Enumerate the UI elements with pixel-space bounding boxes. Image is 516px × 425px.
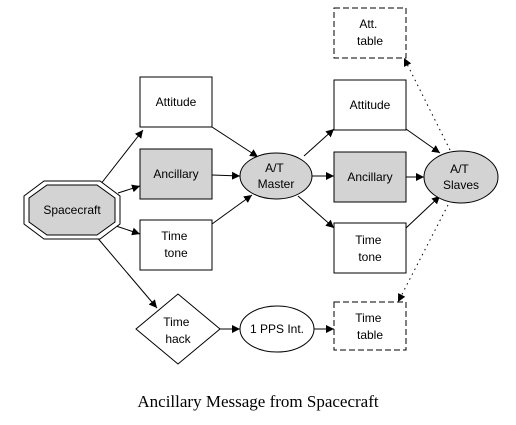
attitude-right-label: Attitude bbox=[350, 98, 391, 112]
svg-text:1 PPS Int.: 1 PPS Int. bbox=[250, 322, 304, 336]
edge-time-tone-master bbox=[211, 194, 253, 225]
attitude-left-label: Attitude bbox=[156, 95, 197, 109]
svg-text:Att. table: Att. table bbox=[357, 17, 383, 48]
attitude-right-box bbox=[333, 79, 407, 131]
att-table-label-line1: Att. bbox=[359, 17, 377, 31]
edge-spacecraft-time-hack bbox=[94, 234, 158, 309]
at-master-label-line2: Master bbox=[258, 177, 295, 191]
edge-master-attitude bbox=[303, 128, 335, 157]
node-ancillary-right: Ancillary bbox=[333, 151, 407, 203]
att-table-box bbox=[333, 7, 407, 59]
svg-text:Time tone: Time tone bbox=[355, 233, 385, 264]
time-hack-label-line1: Time bbox=[163, 315, 190, 329]
at-master-label-line1: A/T bbox=[265, 161, 284, 175]
att-table-label-line2: table bbox=[357, 34, 383, 48]
edge-spacecraft-time-tone bbox=[115, 225, 141, 236]
time-tone-left-label-line1: Time bbox=[161, 229, 188, 243]
at-slaves-label-line2: Slaves bbox=[443, 178, 479, 192]
edge-spacecraft-attitude bbox=[99, 129, 144, 186]
ancillary-left-box bbox=[139, 148, 213, 200]
time-table-label-line1: Time bbox=[355, 311, 382, 325]
time-tone-right-label-line2: tone bbox=[358, 250, 382, 264]
node-time-table: Time table bbox=[333, 301, 407, 351]
pps-int-label: 1 PPS Int. bbox=[250, 322, 304, 336]
svg-text:Ancillary: Ancillary bbox=[347, 170, 392, 184]
node-time-tone-right: Time tone bbox=[333, 222, 407, 274]
diagram-caption: Ancillary Message from Spacecraft bbox=[137, 392, 379, 411]
edges bbox=[94, 57, 451, 333]
edge-ancillary-master bbox=[211, 171, 241, 180]
edge-time-tone-slaves bbox=[405, 195, 441, 229]
svg-text:A/T Slaves: A/T Slaves bbox=[443, 162, 479, 192]
node-spacecraft: Spacecraft bbox=[23, 180, 121, 240]
svg-text:Time table: Time table bbox=[355, 311, 385, 342]
svg-text:Attitude: Attitude bbox=[156, 95, 197, 109]
spacecraft-label: Spacecraft bbox=[43, 203, 101, 217]
svg-text:Attitude: Attitude bbox=[350, 98, 391, 112]
edge-slaves-att-table bbox=[403, 57, 451, 151]
svg-text:Spacecraft: Spacecraft bbox=[43, 203, 101, 217]
svg-text:Time hack: Time hack bbox=[163, 315, 193, 346]
node-at-master: A/T Master bbox=[239, 152, 313, 200]
at-slaves-ellipse bbox=[423, 150, 499, 204]
ancillary-right-label: Ancillary bbox=[347, 170, 392, 184]
node-at-slaves: A/T Slaves bbox=[423, 150, 499, 204]
time-tone-left-box bbox=[139, 219, 213, 271]
edge-attitude-master bbox=[211, 126, 259, 158]
edge-spacecraft-ancillary bbox=[117, 184, 141, 194]
node-time-hack: Time hack bbox=[135, 293, 221, 365]
time-tone-right-box bbox=[333, 222, 407, 274]
attitude-left-box bbox=[139, 76, 213, 128]
node-pps-int: 1 PPS Int. bbox=[239, 305, 315, 353]
at-slaves-label-line1: A/T bbox=[450, 162, 469, 176]
edge-attitude-slaves bbox=[405, 128, 441, 154]
time-tone-left-label-line2: tone bbox=[164, 246, 188, 260]
time-table-label-line2: table bbox=[357, 328, 383, 342]
ancillary-left-label: Ancillary bbox=[153, 167, 198, 181]
edge-master-time-tone bbox=[297, 195, 335, 229]
time-hack-label-line2: hack bbox=[165, 332, 191, 346]
node-att-table: Att. table bbox=[333, 7, 407, 59]
time-tone-right-label-line1: Time bbox=[355, 233, 382, 247]
node-time-tone-left: Time tone bbox=[139, 219, 213, 271]
svg-text:Ancillary: Ancillary bbox=[153, 167, 198, 181]
svg-text:A/T Master: A/T Master bbox=[258, 161, 295, 191]
time-hack-diamond bbox=[135, 293, 221, 365]
spacecraft-inner-octagon bbox=[28, 184, 116, 236]
ancillary-right-box bbox=[333, 151, 407, 203]
node-attitude-left: Attitude bbox=[139, 76, 213, 128]
node-ancillary-left: Ancillary bbox=[139, 148, 213, 200]
svg-text:Time tone: Time tone bbox=[161, 229, 191, 260]
node-attitude-right: Attitude bbox=[333, 79, 407, 131]
pps-int-ellipse bbox=[239, 305, 315, 353]
time-table-box bbox=[333, 301, 407, 351]
at-master-ellipse bbox=[239, 152, 313, 200]
